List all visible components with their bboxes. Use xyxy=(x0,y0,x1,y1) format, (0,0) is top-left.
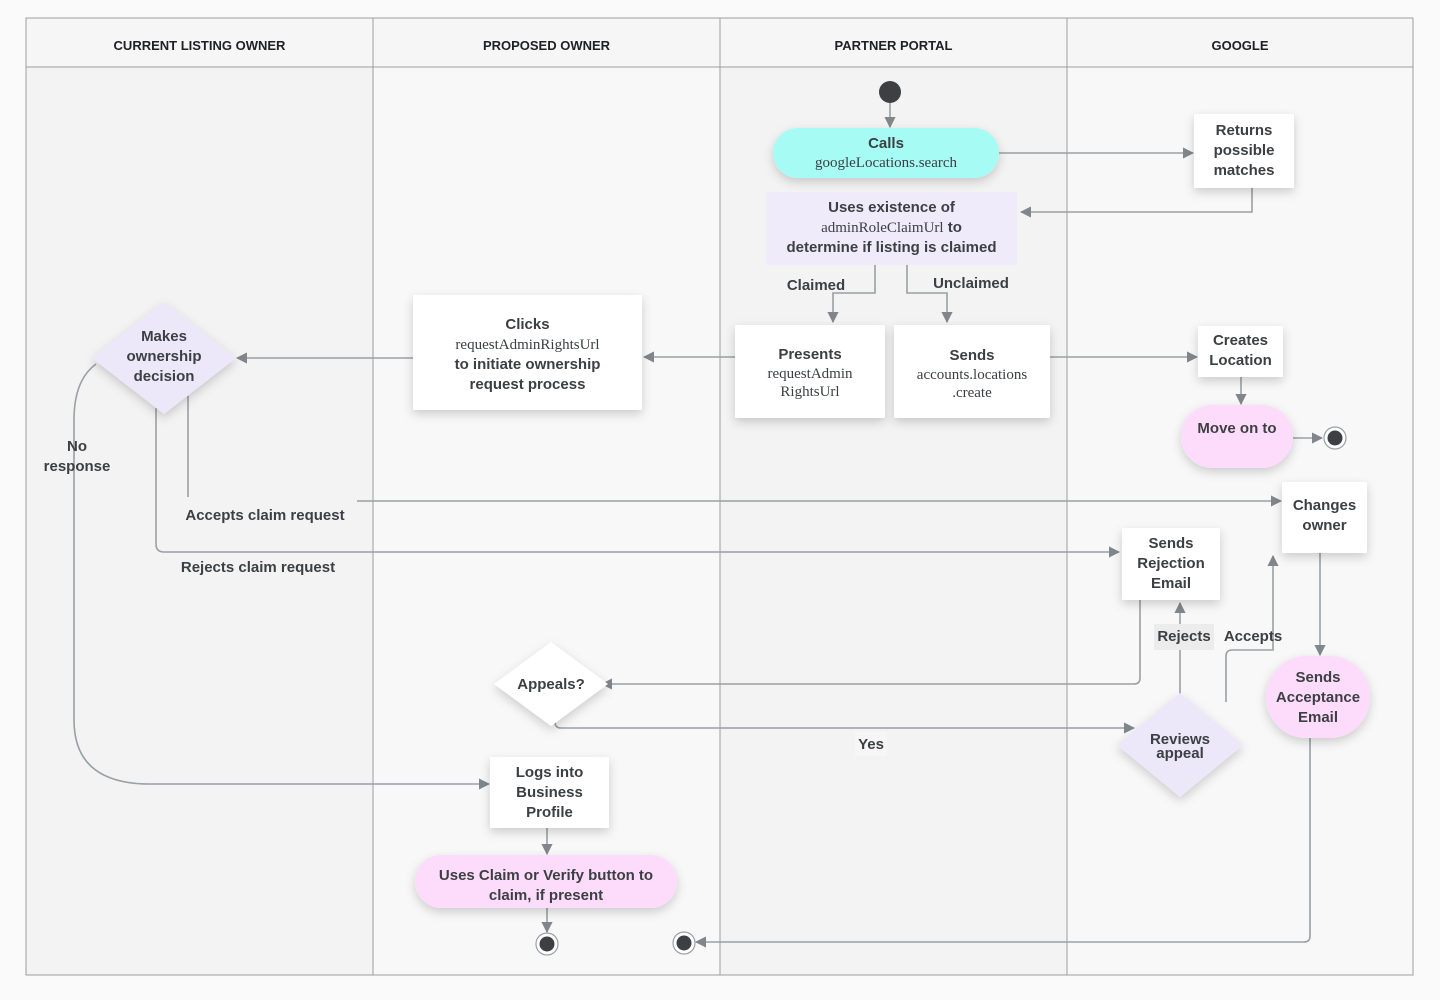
end-node xyxy=(535,932,559,956)
node-text: .create xyxy=(952,385,992,401)
edge-label-claimed: Claimed xyxy=(787,277,845,294)
start-node xyxy=(879,81,901,103)
edge-rejects-to-rejection xyxy=(155,408,1121,558)
node-text: Business xyxy=(516,784,583,801)
end-node xyxy=(1323,426,1347,450)
node-text: Email xyxy=(1151,575,1191,592)
node-move-on: Move on to xyxy=(1181,405,1293,468)
edge-label-rejects: Rejects xyxy=(1157,628,1210,645)
node-text: Move on to xyxy=(1197,420,1276,437)
node-text: accounts.locations xyxy=(917,367,1028,383)
lane-google: GOOGLE xyxy=(1066,17,1414,976)
node-text: Creates xyxy=(1213,332,1268,349)
node-appeals: Appeals? xyxy=(494,642,608,726)
node-text: Calls xyxy=(868,135,904,152)
lane-header: PARTNER PORTAL xyxy=(835,38,953,53)
node-text: Reviews xyxy=(1150,731,1210,748)
edge-rejection-to-appeals xyxy=(600,600,1141,690)
node-uses-claim: Uses Claim or Verify button to claim, if … xyxy=(415,855,677,908)
node-text: Profile xyxy=(526,804,573,821)
edge-label-no-response: No xyxy=(67,438,87,455)
node-text: Makes xyxy=(141,328,187,345)
node-text: decision xyxy=(134,368,195,385)
node-text: owner xyxy=(1302,517,1346,534)
edge-label-unclaimed: Unclaimed xyxy=(933,275,1009,292)
lane-header: PROPOSED OWNER xyxy=(483,38,611,53)
node-text: Uses Claim or Verify button to xyxy=(439,867,653,884)
node-text: ownership xyxy=(126,348,201,365)
node-text: Logs into xyxy=(516,764,584,781)
node-calls: Calls googleLocations.search xyxy=(773,128,999,178)
edge-reviews-accepts xyxy=(1225,554,1279,702)
node-text: Sends xyxy=(1148,535,1193,552)
lane-proposed-owner: PROPOSED OWNER xyxy=(372,17,721,976)
node-text: claim, if present xyxy=(489,887,603,904)
node-text: Presents xyxy=(778,346,841,363)
edge-label-rejects-claim: Rejects claim request xyxy=(181,559,335,576)
node-presents: Presents requestAdminRightsUrl xyxy=(735,325,885,418)
node-sends-create: Sends accounts.locations .create xyxy=(894,325,1050,418)
edge-uses-unclaimed xyxy=(906,265,953,324)
node-text: Uses existence of xyxy=(828,199,956,216)
lane-header: CURRENT LISTING OWNER xyxy=(114,38,286,53)
edge-label-accepts: Accepts xyxy=(1224,628,1282,645)
node-text: appeal xyxy=(1156,745,1204,762)
node-text: Sends xyxy=(949,347,994,364)
node-uses-existence: Uses existence of adminRoleClaimUrl to det… xyxy=(766,192,1017,265)
node-text: possible xyxy=(1214,142,1275,159)
end-node xyxy=(672,931,696,955)
node-text: Changes xyxy=(1293,497,1356,514)
edge-returns-to-uses xyxy=(1019,188,1253,218)
node-text: determine if listing is claimed xyxy=(786,239,996,256)
edge-acceptance-to-end xyxy=(694,738,1311,948)
node-returns: Returns possible matches xyxy=(1194,114,1294,188)
node-text: Returns xyxy=(1216,122,1273,139)
node-clicks: Clicks requestAdminRightsUrl to initiate o… xyxy=(413,295,642,410)
edge-label-yes: Yes xyxy=(858,736,884,753)
edge-label-no-response: response xyxy=(44,458,111,475)
lane-current-listing-owner: CURRENT LISTING OWNER xyxy=(25,17,374,976)
node-text: Clicks xyxy=(505,316,549,333)
node-text: requestAdmin xyxy=(768,366,853,382)
node-text: Appeals? xyxy=(517,676,585,693)
node-text: googleLocations.search xyxy=(815,155,958,171)
lane-header: GOOGLE xyxy=(1211,38,1268,53)
node-text: matches xyxy=(1214,162,1275,179)
edge-uses-claimed xyxy=(827,265,876,324)
node-text: to initiate ownership xyxy=(455,356,601,373)
node-text: Email xyxy=(1298,709,1338,726)
node-changes-owner: Changes owner xyxy=(1282,482,1367,553)
node-text: Acceptance xyxy=(1276,689,1360,706)
node-text: Sends xyxy=(1295,669,1340,686)
node-text: adminRoleClaimUrl to xyxy=(821,219,962,236)
node-makes-decision: Makes ownership decision xyxy=(92,302,236,414)
node-text: Rejection xyxy=(1137,555,1205,572)
node-text: requestAdminRightsUrl xyxy=(455,337,599,353)
node-text: RightsUrl xyxy=(780,384,839,400)
edge-noresponse-to-logs xyxy=(73,363,491,790)
node-text: request process xyxy=(470,376,586,393)
node-text: Location xyxy=(1209,352,1272,369)
edge-label-accepts-claim: Accepts claim request xyxy=(185,507,344,524)
